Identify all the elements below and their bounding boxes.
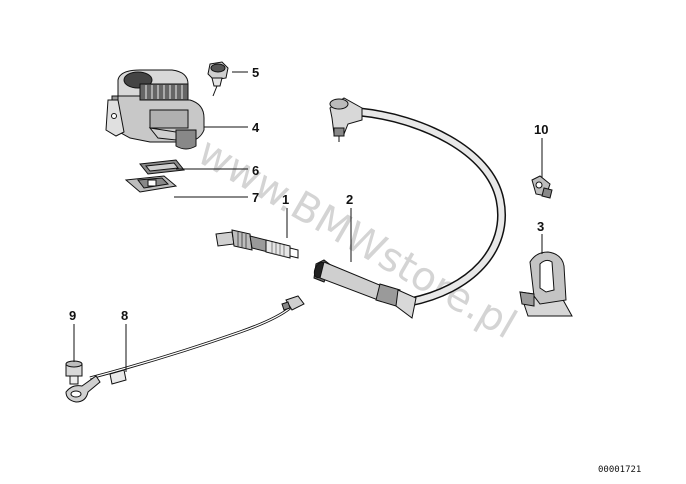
screw — [65, 360, 83, 385]
callout-2: 2 — [346, 192, 353, 207]
clip-6 — [139, 159, 185, 175]
callout-8: 8 — [121, 308, 128, 323]
ground-wire — [65, 295, 305, 403]
ignition-coil — [105, 69, 205, 150]
callout-10: 10 — [534, 122, 548, 137]
leader-lines — [73, 71, 543, 372]
clip-7 — [124, 175, 178, 193]
callout-5: 5 — [252, 65, 259, 80]
reference-code: 00001721 — [598, 465, 641, 475]
callout-3: 3 — [537, 219, 544, 234]
cable-holder — [519, 251, 573, 317]
callout-1: 1 — [282, 192, 289, 207]
callout-6: 6 — [252, 163, 259, 178]
ignition-lead — [313, 97, 506, 319]
callout-9: 9 — [69, 308, 76, 323]
callout-4: 4 — [252, 120, 260, 135]
cable-clip-10 — [531, 175, 553, 199]
spark-plug — [215, 229, 299, 259]
suppressor-plug — [207, 61, 229, 97]
callout-7: 7 — [252, 190, 259, 205]
